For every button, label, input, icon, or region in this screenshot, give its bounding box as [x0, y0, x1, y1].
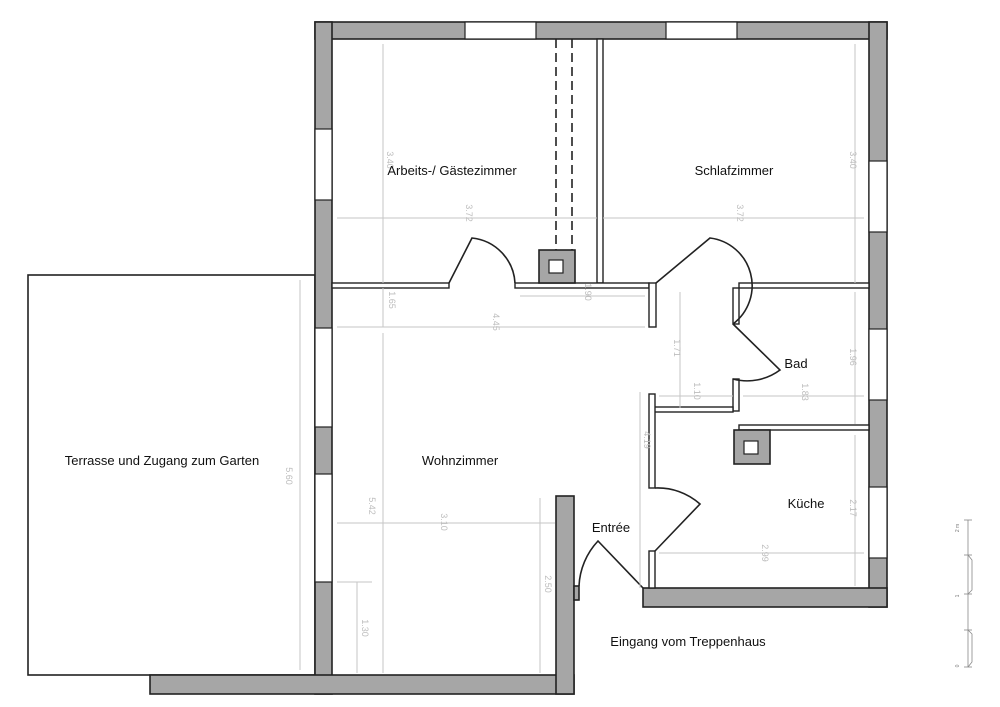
door-arbeitszimmer: [448, 237, 516, 284]
dim-corridor-3: 4.19: [642, 431, 652, 449]
window-right-3: [868, 486, 888, 559]
wall-kitchen-left-1: [648, 393, 656, 489]
window-left-1: [314, 128, 333, 201]
dim-entree-height: 2.50: [543, 575, 553, 593]
dim-bad-height: 1.96: [848, 348, 858, 366]
dim-arbeits-width: 3.72: [464, 204, 474, 222]
dim-window-height: 1.30: [360, 619, 370, 637]
room-label-terrasse: Terrasse und Zugang zum Garten: [65, 453, 259, 468]
room-label-bad: Bad: [784, 356, 807, 371]
dim-arbeits-height: 3.40: [385, 151, 395, 169]
dim-wohn-width: 3.10: [439, 513, 449, 531]
door-entree: [578, 539, 644, 589]
chimney-1-flue: [548, 259, 564, 274]
door-kueche: [654, 487, 702, 552]
wall-bad-left-1: [732, 287, 740, 325]
dim-wohn-height: 5.42: [367, 497, 377, 515]
room-label-schlafzimmer: Schlafzimmer: [695, 163, 774, 178]
dimension-lines: [299, 44, 864, 673]
wall-kitchen-left-2: [648, 550, 656, 589]
dim-flur-height: 1.65: [387, 291, 397, 309]
wall-bad-left-2: [732, 378, 740, 412]
room-label-eingang: Eingang vom Treppenhaus: [610, 634, 766, 649]
window-top-2: [665, 21, 738, 40]
window-top-1: [464, 21, 537, 40]
dim-kueche-height: 2.17: [848, 499, 858, 517]
window-right-1: [868, 160, 888, 233]
dim-corridor-2: 1.10: [692, 382, 702, 400]
room-label-wohnzimmer: Wohnzimmer: [422, 453, 499, 468]
room-label-entree: Entrée: [592, 520, 630, 535]
window-left-2: [314, 327, 333, 428]
terrace-outline: [27, 274, 316, 676]
chimney-2-flue: [743, 440, 759, 455]
scale-label-bottom: 0: [955, 664, 961, 667]
wall-entree-step: [573, 585, 580, 601]
scale-label-mid: 1: [955, 594, 961, 597]
wall-bottom-kitchen: [642, 587, 888, 608]
wall-top: [314, 21, 888, 40]
wall-corridor-kitchen: [652, 406, 734, 413]
scale-bar: [964, 519, 973, 668]
wall-bad-bottom: [738, 424, 870, 431]
door-bad: [732, 323, 782, 382]
dim-schlaf-height: 3.40: [848, 151, 858, 169]
dim-kueche-width: 2.99: [760, 544, 770, 562]
wall-flur-2: [514, 282, 650, 289]
wall-bottom-living: [149, 674, 575, 695]
dim-bad-width: 1.83: [800, 383, 810, 401]
dim-flur-width: 1.90: [583, 283, 593, 301]
wall-entree-left: [555, 495, 575, 695]
window-right-2: [868, 328, 888, 401]
scale-label-top: 2 m: [955, 524, 961, 532]
wall-flur-1: [331, 282, 450, 289]
dim-terrasse-height: 5.60: [284, 467, 294, 485]
room-label-kueche: Küche: [788, 496, 825, 511]
door-schlafzimmer: [655, 237, 753, 325]
dim-schlaf-width: 3.72: [735, 204, 745, 222]
wall-flur-3: [738, 282, 870, 289]
window-left-3: [314, 473, 333, 583]
wall-top-rooms-divider: [596, 38, 604, 284]
wall-flur-post: [648, 282, 657, 328]
room-label-arbeitszimmer: Arbeits-/ Gästezimmer: [387, 163, 517, 178]
dim-corridor-1: 1.71: [672, 339, 682, 357]
dim-wohn-width-top: 4.45: [491, 313, 501, 331]
